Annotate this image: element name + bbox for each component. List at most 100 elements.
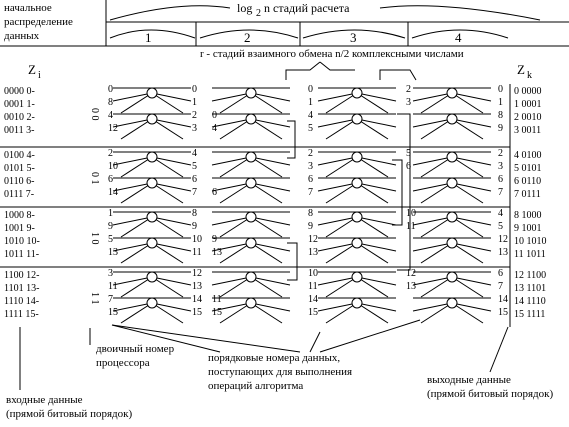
stage1-in-label: 6: [108, 174, 113, 185]
initial-distribution-label: начальное распределение данных: [4, 2, 73, 42]
input-row: 1110 14-: [4, 296, 39, 307]
stage4-in-label: 10: [406, 208, 416, 219]
input-row: 1101 13-: [4, 283, 39, 294]
ordinal-numbers-note: порядковые номера данных, поступающих дл…: [208, 352, 352, 392]
input-row: 1111 15-: [4, 309, 39, 320]
stage3-in-label: 9: [308, 221, 313, 232]
initial-line-3: данных: [4, 30, 40, 42]
svg-text:процессора: процессора: [96, 357, 150, 369]
exchange-title-text: r - стадий взаимного обмена n/2 комплекс…: [200, 48, 464, 60]
butterfly-node: [112, 237, 192, 264]
exchange-title: r - стадий взаимного обмена n/2 комплекс…: [200, 48, 464, 81]
butterfly-node: [211, 87, 291, 114]
input-row: 1100 12-: [4, 270, 39, 281]
stages-title-sub: 2: [256, 8, 261, 19]
stage4-out-label: 8: [498, 110, 503, 121]
stage1-in-label: 3: [108, 268, 113, 279]
zi-label: Z i: [28, 62, 41, 81]
butterfly-node: [412, 211, 492, 238]
stage1-in-label: 13: [108, 247, 118, 258]
stage2-in-label: 6: [212, 187, 217, 198]
stage1-in-label: 10: [108, 161, 118, 172]
stage1-in-label: 15: [108, 307, 118, 318]
butterfly-node: [412, 151, 492, 178]
zk-label: Z k: [517, 62, 532, 81]
output-row: 7 0111: [514, 189, 541, 200]
output-row: 11 1011: [514, 249, 546, 260]
output-row: 3 0011: [514, 125, 541, 136]
stage-number-1: 1: [145, 30, 152, 45]
stage3-in-label: 6: [308, 174, 313, 185]
stage1-out-label: 8: [192, 208, 197, 219]
processor-label: 1 0: [89, 232, 100, 245]
butterfly-node: [211, 177, 291, 204]
stage4-out-label: 6: [498, 174, 503, 185]
stage1-in-label: 2: [108, 148, 113, 159]
header-table: [0, 0, 569, 47]
butterfly-node: [112, 113, 192, 140]
stage3-in-label: 4: [308, 110, 313, 121]
input-row: 1011 11-: [4, 249, 39, 260]
butterfly-node: [412, 297, 492, 324]
stage1-in-label: 1: [108, 208, 113, 219]
stage1-in-label: 12: [108, 123, 118, 134]
output-row: 12 1100: [514, 270, 546, 281]
butterfly-node: [211, 297, 291, 324]
stage1-out-label: 14: [192, 294, 202, 305]
stage4-out-label: 7: [498, 187, 503, 198]
svg-text:k: k: [527, 70, 532, 81]
butterfly-node: [412, 271, 492, 298]
stage3-in-label: 7: [308, 187, 313, 198]
butterfly-node: [317, 113, 397, 140]
stage1-in-label: 0: [108, 84, 113, 95]
input-row: 0011 3-: [4, 125, 34, 136]
stage1-out-label: 10: [192, 234, 202, 245]
svg-text:(прямой битовый порядок): (прямой битовый порядок): [6, 408, 132, 420]
stage3-in-label: 1: [308, 97, 313, 108]
butterfly-node: [317, 237, 397, 264]
stage2-in-label: 15: [212, 307, 222, 318]
stage4-out-label: 1: [498, 97, 503, 108]
svg-text:операций алгоритма: операций алгоритма: [208, 380, 303, 392]
stage4-in-label: 11: [406, 221, 416, 232]
input-row: 0100 4-: [4, 150, 35, 161]
stage-number-4: 4: [455, 30, 462, 45]
output-row: 9 1001: [514, 223, 542, 234]
stage1-out-label: 6: [192, 174, 197, 185]
butterfly-node: [211, 237, 291, 264]
stage3-in-label: 5: [308, 123, 313, 134]
svg-text:Z: Z: [28, 62, 36, 77]
stage4-out-label: 6: [498, 268, 503, 279]
svg-text:i: i: [38, 70, 41, 81]
stage1-out-label: 2: [192, 110, 197, 121]
input-data-note: входные данные (прямой битовый порядок): [6, 394, 132, 420]
stage1-out-label: 3: [192, 123, 197, 134]
butterfly-node: [317, 87, 397, 114]
svg-text:двоичный номер: двоичный номер: [96, 343, 175, 355]
butterfly-node: [317, 297, 397, 324]
butterfly-node: [317, 151, 397, 178]
output-row: 0 0000: [514, 86, 542, 97]
butterfly-node: [412, 237, 492, 264]
stage4-in-label: 2: [406, 84, 411, 95]
stage1-out-label: 13: [192, 281, 202, 292]
butterfly-node: [112, 177, 192, 204]
processor-label: 0 1: [89, 172, 100, 185]
stage3-in-label: 11: [308, 281, 318, 292]
output-row: 8 1000: [514, 210, 542, 221]
stage2-in-label: 9: [212, 234, 217, 245]
input-row: 0000 0-: [4, 86, 35, 97]
stage3-in-label: 14: [308, 294, 318, 305]
stage1-out-label: 11: [192, 247, 202, 258]
butterfly-node: [112, 151, 192, 178]
butterfly-node: [211, 211, 291, 238]
output-row: 14 1110: [514, 296, 546, 307]
stage4-out-label: 14: [498, 294, 508, 305]
output-row: 1 0001: [514, 99, 542, 110]
butterfly-node: [317, 211, 397, 238]
stages-title-rest: n стадий расчета: [264, 1, 350, 15]
stage4-out-label: 12: [498, 234, 508, 245]
stage1-out-label: 9: [192, 221, 197, 232]
stage4-in-label: 3: [406, 97, 411, 108]
